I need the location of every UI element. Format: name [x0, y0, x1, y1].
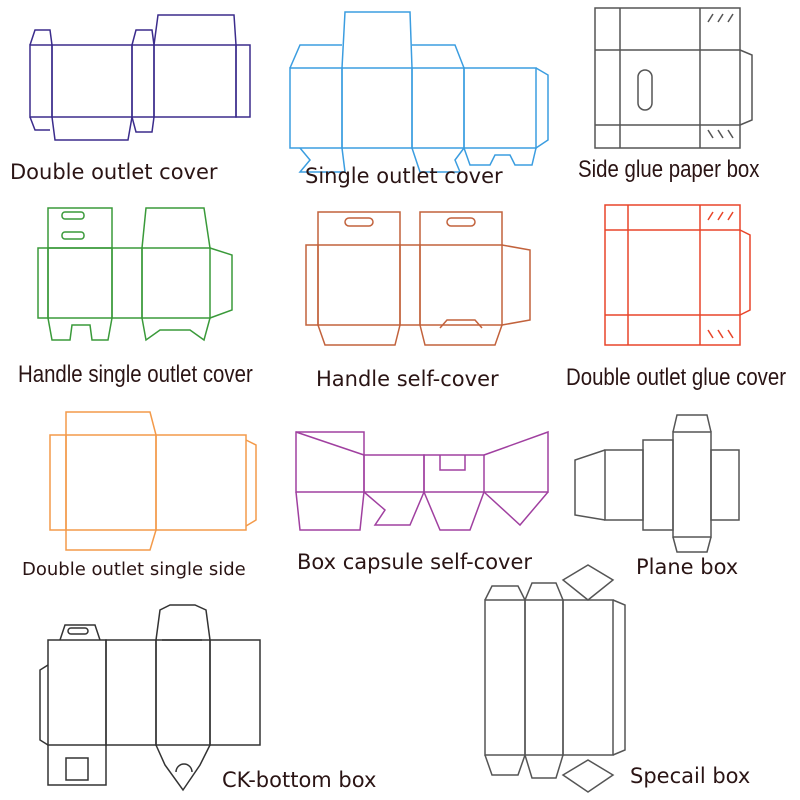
label-side-glue-paper-box: Side glue paper box [578, 156, 760, 183]
label-double-outlet-cover: Double outlet cover [10, 160, 218, 184]
dieline-specail-box [484, 564, 626, 793]
dieline-handle-single-outlet-cover [37, 207, 233, 342]
label-double-outlet-single-side: Double outlet single side [22, 559, 246, 580]
dieline-double-outlet-single-side [49, 411, 257, 551]
dieline-side-glue-paper-box [594, 7, 753, 149]
label-handle-self-cover: Handle self-cover [316, 367, 499, 391]
label-single-outlet-cover: Single outlet cover [305, 164, 503, 188]
label-double-outlet-glue-cover: Double outlet glue cover [566, 364, 787, 391]
label-specail-box: Specail box [630, 764, 751, 788]
dieline-handle-self-cover [305, 211, 531, 346]
label-ck-bottom-box: CK-bottom box [222, 768, 377, 792]
dieline-single-outlet-cover [289, 11, 549, 173]
label-plane-box: Plane box [636, 555, 739, 579]
dieline-double-outlet-cover [29, 14, 251, 141]
dieline-box-capsule-self-cover [295, 430, 549, 531]
dieline-ck-bottom-box [39, 604, 261, 792]
label-box-capsule-self-cover: Box capsule self-cover [297, 550, 533, 574]
label-handle-single-outlet-cover: Handle single outlet cover [18, 361, 253, 388]
dieline-double-outlet-glue-cover [604, 204, 751, 346]
dieline-plane-box [574, 414, 740, 553]
